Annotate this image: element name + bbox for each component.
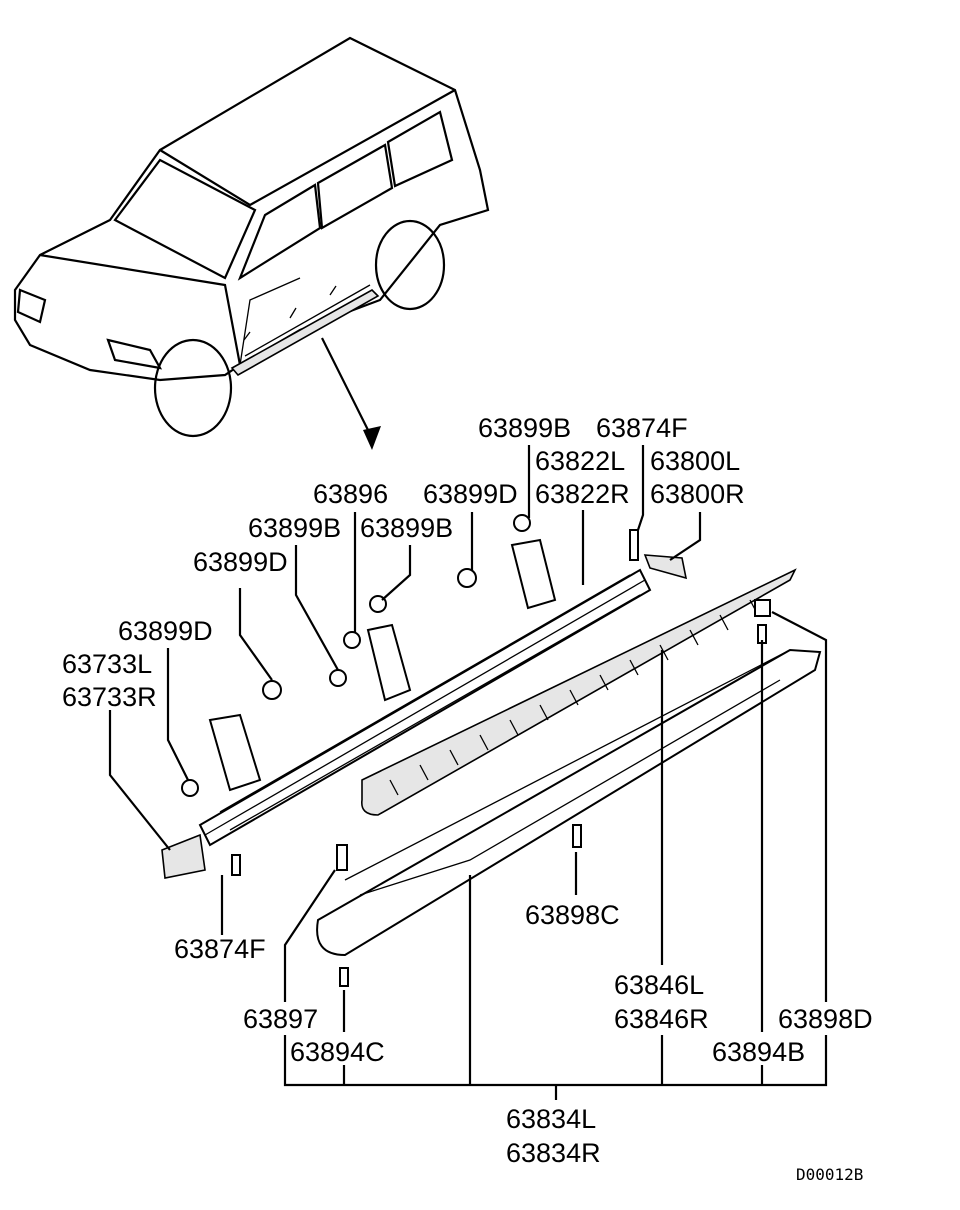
bracket-right <box>510 538 557 610</box>
fastener-bolts <box>181 514 771 987</box>
label-63899B-a: 63899B <box>248 513 341 543</box>
label-63897: 63897 <box>243 1004 318 1034</box>
label-63899B-top: 63899B <box>478 413 571 443</box>
label-63899B-b: 63899B <box>360 513 453 543</box>
label-63894C: 63894C <box>290 1037 385 1067</box>
label-63834R: 63834R <box>506 1138 601 1168</box>
vehicle-illustration <box>13 36 490 438</box>
part-labels: 63899B 63874F 63822L 63800L 63896 63899D… <box>62 413 873 1184</box>
label-63846L: 63846L <box>614 970 704 1000</box>
step-pad <box>361 568 797 816</box>
label-63874F-top: 63874F <box>596 413 688 443</box>
diagram-code: D00012B <box>796 1165 863 1184</box>
label-63874F-bot: 63874F <box>174 934 266 964</box>
direction-arrow <box>321 337 381 450</box>
leader-lines <box>108 445 828 1100</box>
label-63834L: 63834L <box>506 1104 596 1134</box>
label-63894B: 63894B <box>712 1037 805 1067</box>
label-63733L: 63733L <box>62 649 152 679</box>
label-63733R: 63733R <box>62 682 157 712</box>
label-63896: 63896 <box>313 479 388 509</box>
label-63898D: 63898D <box>778 1004 873 1034</box>
label-63899D-low: 63899D <box>118 616 213 646</box>
label-63899D-left: 63899D <box>193 547 288 577</box>
end-cap-rear <box>643 554 688 580</box>
label-63800R: 63800R <box>650 479 745 509</box>
label-63800L: 63800L <box>650 446 740 476</box>
exploded-parts <box>161 514 822 987</box>
bracket-mid <box>366 623 412 702</box>
end-cap-front <box>161 833 206 879</box>
label-63898C: 63898C <box>525 900 620 930</box>
label-63846R: 63846R <box>614 1004 709 1034</box>
label-63899D-mid: 63899D <box>423 479 518 509</box>
bracket-left <box>208 713 262 792</box>
label-63822R: 63822R <box>535 479 630 509</box>
label-63822L: 63822L <box>535 446 625 476</box>
